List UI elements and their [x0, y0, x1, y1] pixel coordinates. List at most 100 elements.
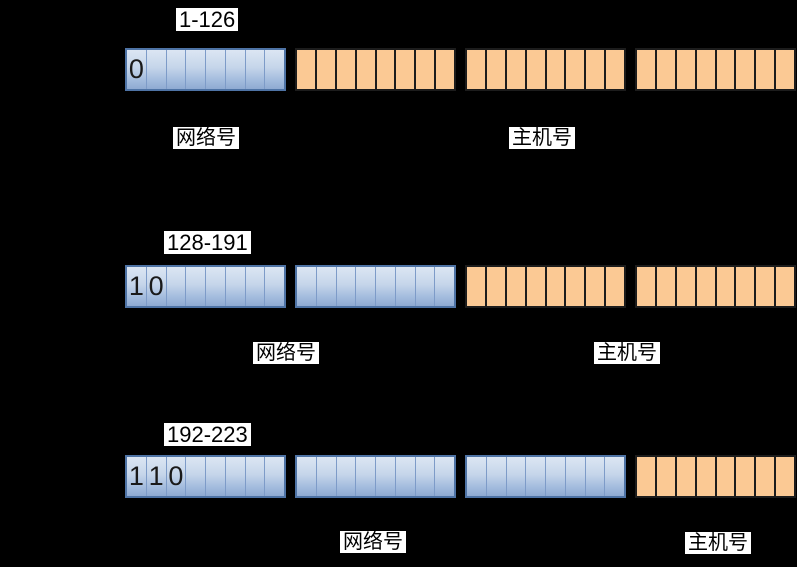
bit-cell [714, 457, 735, 496]
bit-cell [467, 457, 486, 496]
bit-cell: 0 [165, 457, 186, 496]
bit-cell: 0 [127, 50, 146, 89]
bit-cell [604, 457, 624, 496]
bit-cell [394, 457, 415, 496]
bit-cell [674, 50, 695, 89]
bit-cell [637, 267, 655, 306]
bit-cell [297, 50, 315, 89]
bit-cell [374, 50, 395, 89]
bit-value: 0 [128, 54, 144, 84]
bit-cell [714, 50, 735, 89]
bit-cell [734, 457, 754, 496]
class-c-host-label: 主机号 [685, 532, 751, 554]
bit-cell [264, 457, 284, 496]
bit-cell [165, 50, 186, 89]
bit-cell [335, 267, 356, 306]
bit-cell [754, 267, 774, 306]
bit-cell [505, 457, 526, 496]
bit-cell [637, 457, 655, 496]
bit-cell [524, 267, 545, 306]
bit-cell: 0 [145, 267, 166, 306]
bit-cell [524, 50, 545, 89]
bit-cell [774, 457, 794, 496]
bit-cell [297, 457, 316, 496]
bit-cell [394, 50, 414, 89]
bit-cell [205, 267, 225, 306]
bit-cell [467, 267, 485, 306]
bit-cell [185, 267, 205, 306]
class-b-host-label: 主机号 [594, 342, 660, 364]
bit-cell [674, 267, 695, 306]
bit-cell [315, 457, 336, 496]
bit-value: 1 [128, 271, 144, 301]
bit-cell [375, 457, 395, 496]
bit-cell [434, 50, 454, 89]
class-c-network-label: 网络号 [340, 531, 406, 553]
class-a-octet-2-host [295, 48, 456, 91]
bit-cell [145, 50, 166, 89]
class-b-octet-3-host [465, 265, 626, 308]
bit-cell [224, 457, 245, 496]
bit-cell [484, 267, 505, 306]
bit-cell [354, 50, 375, 89]
bit-cell [375, 267, 395, 306]
class-b-range-label: 128-191 [164, 231, 251, 254]
bit-cell [224, 267, 245, 306]
bit-cell [485, 457, 506, 496]
class-c-range-label: 192-223 [164, 423, 251, 446]
bit-value: 1 [148, 461, 164, 491]
class-b-octet-2-network [295, 265, 456, 308]
class-a-network-label: 网络号 [173, 127, 239, 149]
bit-cell [414, 457, 435, 496]
bit-cell [264, 267, 284, 306]
bit-cell [264, 50, 284, 89]
bit-cell [584, 50, 604, 89]
bit-cell [315, 267, 336, 306]
bit-cell [584, 267, 604, 306]
bit-cell [165, 267, 186, 306]
bit-cell [714, 267, 735, 306]
bit-cell [637, 50, 655, 89]
class-b-octet-4-host [635, 265, 796, 308]
bit-cell [604, 50, 624, 89]
class-c-octet-2-network [295, 455, 456, 498]
bit-value: 0 [148, 271, 164, 301]
bit-cell [584, 457, 605, 496]
bit-cell [244, 457, 265, 496]
bit-cell [434, 457, 454, 496]
bit-cell [224, 50, 245, 89]
bit-cell [654, 457, 675, 496]
bit-cell [205, 457, 225, 496]
class-b-network-label: 网络号 [253, 342, 319, 364]
bit-cell [334, 50, 355, 89]
bit-cell [314, 50, 335, 89]
bit-cell [544, 267, 565, 306]
bit-cell: 1 [127, 267, 146, 306]
bit-cell [185, 50, 205, 89]
bit-cell [754, 457, 774, 496]
bit-cell [604, 267, 624, 306]
bit-value: 1 [128, 461, 144, 491]
bit-cell [244, 267, 265, 306]
bit-cell [355, 457, 375, 496]
class-a-octet-4-host [635, 48, 796, 91]
bit-cell: 1 [127, 457, 146, 496]
bit-cell [504, 50, 525, 89]
bit-cell [564, 457, 585, 496]
bit-cell [734, 267, 754, 306]
bit-cell [545, 457, 565, 496]
bit-cell [244, 50, 265, 89]
bit-cell [414, 267, 435, 306]
bit-cell [654, 50, 675, 89]
bit-cell [564, 50, 584, 89]
class-c-octet-3-network [465, 455, 626, 498]
bit-cell [355, 267, 375, 306]
bit-cell [434, 267, 454, 306]
bit-cell [654, 267, 675, 306]
bit-cell [185, 457, 205, 496]
bit-cell [484, 50, 505, 89]
bit-cell [504, 267, 525, 306]
